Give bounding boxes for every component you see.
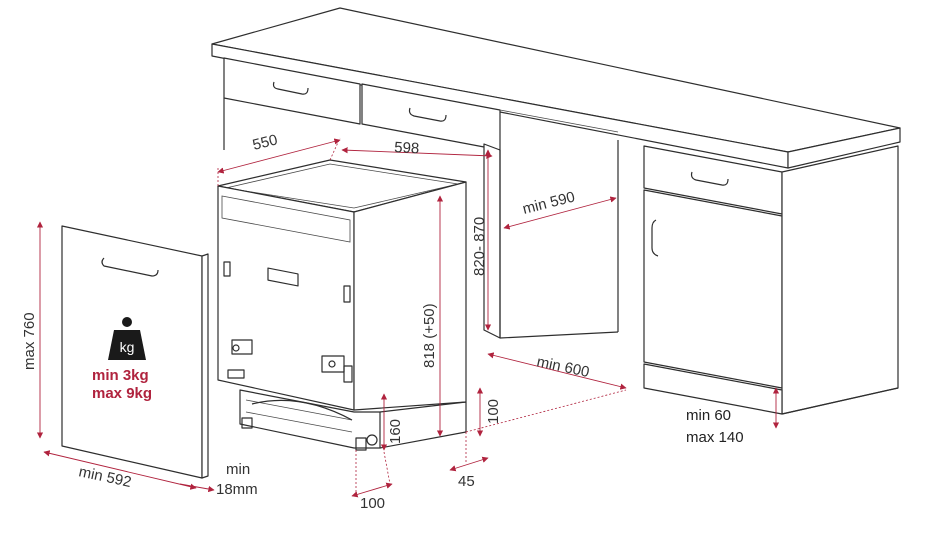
front-foot-right	[355, 437, 367, 451]
kitchen-counter	[211, 7, 901, 415]
door-panel-handle	[101, 257, 159, 277]
dim-line-foot-depth	[351, 482, 393, 498]
right-drawer-handle	[690, 171, 729, 186]
label-plinth-gap: 100	[485, 399, 502, 424]
front-foot-left	[241, 417, 253, 429]
label-plinth-setback: 45	[458, 473, 475, 490]
dim-line-plinth-setback	[449, 456, 489, 472]
door-panel-edge	[201, 253, 209, 479]
label-niche-depth: min 600	[535, 353, 591, 381]
decor-door-panel: kg min 3kg max 9kg	[61, 225, 209, 479]
worktop-side-edge	[787, 127, 901, 169]
middle-drawer-handle	[408, 107, 447, 122]
door-weight-min: min 3kg	[92, 367, 149, 384]
label-plinth-height: 160	[387, 419, 404, 444]
side-clip	[343, 365, 353, 383]
label-width: 598	[394, 139, 420, 157]
foot-adjuster	[366, 434, 378, 446]
control-panel-strip	[221, 195, 351, 243]
label-door-thickness-1: min	[226, 461, 250, 478]
dim-line-niche-depth	[487, 352, 627, 390]
door-weight-max: max 9kg	[92, 385, 152, 402]
bottom-left-bracket	[231, 339, 253, 355]
label-worktop-gap-1: min 60	[686, 407, 731, 424]
dim-line-door-width	[43, 450, 197, 490]
label-depth: 550	[251, 131, 279, 154]
dimension-lines	[36, 137, 780, 498]
label-appliance-height: 818 (+50)	[421, 303, 438, 368]
dim-line-depth	[217, 138, 341, 174]
hinge-slot-left	[223, 261, 231, 277]
right-door-handle	[651, 219, 659, 257]
dishwasher-side	[353, 181, 467, 411]
label-door-height: max 760	[21, 312, 38, 370]
base-curve	[251, 399, 353, 421]
dishwasher-front	[217, 185, 355, 411]
screw-right	[328, 360, 336, 368]
dim-line-cabinet-depth	[503, 196, 617, 230]
hinge-slot-right	[343, 285, 351, 303]
screw-left	[232, 344, 240, 352]
left-drawer-front	[223, 57, 361, 125]
right-cabinet-door	[643, 189, 783, 389]
bottom-right-bracket	[321, 355, 345, 373]
door-latch	[267, 267, 299, 287]
label-cabinet-depth: min 590	[521, 188, 577, 217]
label-door-width: min 592	[77, 463, 133, 491]
base-rails	[245, 399, 353, 433]
label-door-thickness-2: 18mm	[216, 481, 258, 498]
right-cabinet-side	[781, 145, 899, 415]
label-cabinet-height: 820- 870	[471, 217, 488, 276]
label-worktop-gap-2: max 140	[686, 429, 744, 446]
weight-icon: kg	[108, 317, 146, 360]
foot-clip-left	[227, 369, 245, 379]
weight-icon-label: kg	[120, 339, 135, 355]
left-drawer-handle	[272, 81, 309, 95]
dim-line-width	[341, 147, 493, 159]
dim-line-door-thickness	[179, 483, 215, 493]
label-foot-depth: 100	[360, 495, 385, 512]
